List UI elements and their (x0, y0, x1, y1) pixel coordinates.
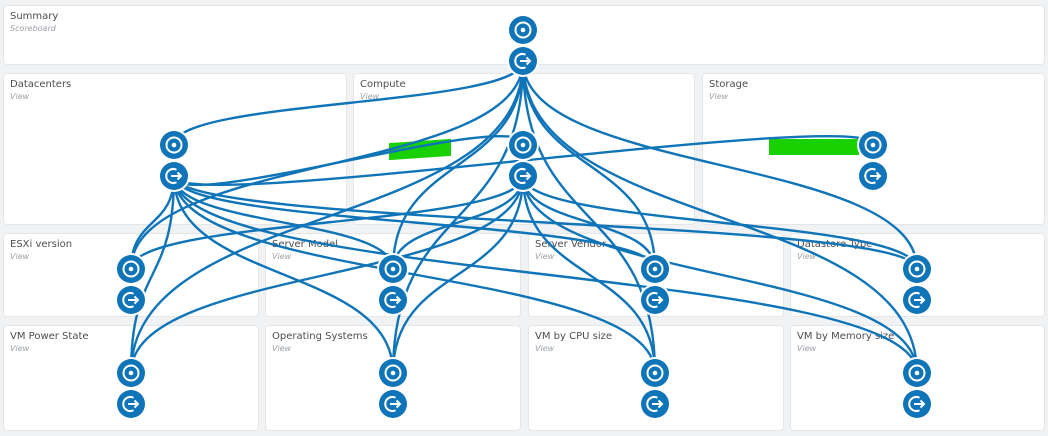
input-port[interactable] (903, 359, 931, 387)
input-port[interactable] (859, 131, 887, 159)
target-icon (165, 136, 183, 154)
output-port[interactable] (641, 286, 669, 314)
target-icon (514, 136, 532, 154)
widget-subtitle: View (535, 344, 555, 353)
output-port[interactable] (117, 390, 145, 418)
widget-subtitle: View (535, 252, 555, 261)
output-port[interactable] (903, 286, 931, 314)
output-port[interactable] (117, 286, 145, 314)
input-port[interactable] (641, 359, 669, 387)
target-icon (908, 364, 926, 382)
widget-title: VM Power State (10, 331, 89, 342)
arrow-out-icon (514, 53, 532, 69)
output-port[interactable] (509, 162, 537, 190)
widget-subtitle: View (10, 252, 30, 261)
input-port[interactable] (379, 255, 407, 283)
widget-title: ESXi version (10, 239, 73, 250)
target-icon (384, 364, 402, 382)
widget-title: Server Model (272, 239, 338, 250)
arrow-out-icon (514, 168, 532, 184)
target-icon (514, 21, 532, 39)
arrow-out-icon (908, 396, 926, 412)
widget-subtitle: View (709, 92, 729, 101)
target-icon (122, 364, 140, 382)
highlight-mark (769, 139, 859, 155)
arrow-out-icon (122, 292, 140, 308)
input-port[interactable] (117, 255, 145, 283)
widget-subtitle: View (360, 92, 380, 101)
widget-title: Server Vendor (535, 239, 607, 250)
target-icon (908, 260, 926, 278)
arrow-out-icon (384, 292, 402, 308)
output-port[interactable] (379, 390, 407, 418)
widget-subtitle: View (272, 252, 292, 261)
widget-title: Storage (709, 79, 749, 90)
widget-subtitle: View (10, 344, 30, 353)
output-port[interactable] (509, 47, 537, 75)
widget-title: Datastore Type (797, 239, 873, 250)
target-icon (646, 260, 664, 278)
target-icon (646, 364, 664, 382)
arrow-out-icon (122, 396, 140, 412)
output-port[interactable] (160, 162, 188, 190)
widget-title: Summary (10, 11, 59, 22)
arrow-out-icon (908, 292, 926, 308)
arrow-out-icon (864, 168, 882, 184)
widget-subtitle: Scoreboard (10, 24, 56, 33)
widget-title: VM by Memory size (797, 331, 895, 342)
input-port[interactable] (160, 131, 188, 159)
widget-title: Datacenters (10, 79, 72, 90)
output-port[interactable] (859, 162, 887, 190)
widget-title: Compute (360, 79, 406, 90)
arrow-out-icon (384, 396, 402, 412)
input-port[interactable] (509, 16, 537, 44)
input-port[interactable] (379, 359, 407, 387)
widget-title: Operating Systems (272, 331, 368, 342)
widget-subtitle: View (272, 344, 292, 353)
widget-subtitle: View (797, 252, 817, 261)
arrow-out-icon (165, 168, 183, 184)
target-icon (864, 136, 882, 154)
input-port[interactable] (509, 131, 537, 159)
input-port[interactable] (903, 255, 931, 283)
target-icon (122, 260, 140, 278)
widget-title: VM by CPU size (535, 331, 612, 342)
target-icon (384, 260, 402, 278)
input-port[interactable] (117, 359, 145, 387)
widget-subtitle: View (797, 344, 817, 353)
input-port[interactable] (641, 255, 669, 283)
output-port[interactable] (379, 286, 407, 314)
output-port[interactable] (641, 390, 669, 418)
output-port[interactable] (903, 390, 931, 418)
widget-subtitle: View (10, 92, 30, 101)
arrow-out-icon (646, 396, 664, 412)
arrow-out-icon (646, 292, 664, 308)
